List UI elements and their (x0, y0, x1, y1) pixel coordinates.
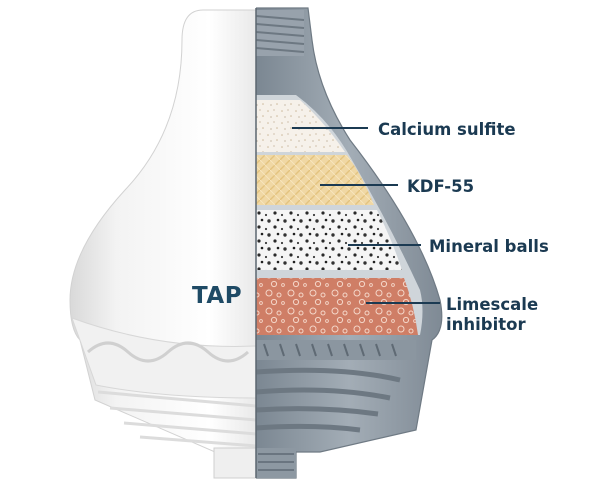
label-mineral-balls: Mineral balls (429, 237, 549, 256)
layer-calcium-sulfite (256, 100, 345, 152)
label-limescale-line-1: Limescale (446, 295, 539, 314)
shell-exterior (69, 9, 256, 479)
inlet-thread (256, 10, 305, 56)
label-calcium-sulfite: Calcium sulfite (378, 120, 516, 139)
housing-cross-section (256, 7, 443, 479)
label-limescale-inhibitor: Limescale inhibitor (446, 295, 538, 335)
leader-lines (292, 127, 440, 304)
layer-limescale-inhibitor (256, 278, 418, 335)
layer-mineral-balls (256, 210, 402, 270)
label-limescale-line-2: inhibitor (446, 315, 526, 334)
outlet-thread (256, 340, 416, 478)
layer-kdf-55 (256, 155, 374, 205)
brand-logo-text: TAP (192, 283, 243, 309)
label-kdf-55: KDF-55 (407, 177, 475, 196)
